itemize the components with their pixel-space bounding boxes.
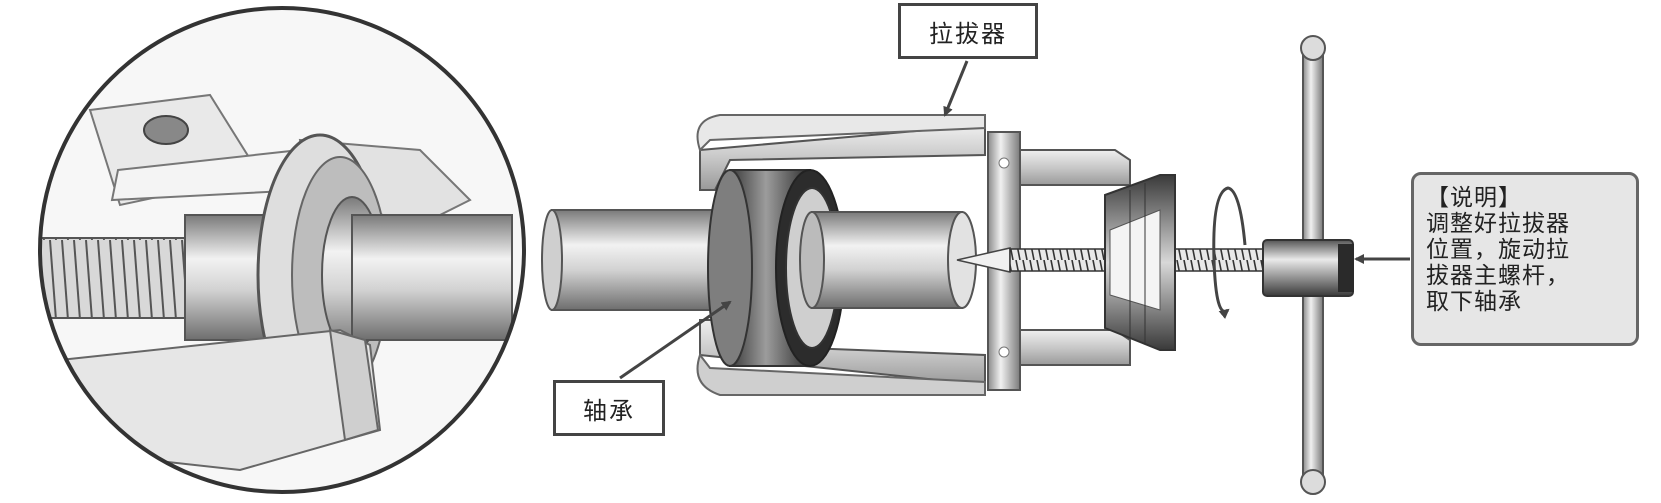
note-title: 【说明】 xyxy=(1426,185,1522,211)
note-line: 位置，旋动拉 xyxy=(1426,237,1570,263)
cone-nut xyxy=(1104,174,1176,351)
note-line: 拔器主螺杆， xyxy=(1426,263,1570,289)
note-box: 【说明】 调整好拉拔器 位置，旋动拉 拔器主螺杆， 取下轴承 xyxy=(1411,172,1639,346)
puller-label: 拉拔器 xyxy=(898,3,1038,59)
puller-pointer xyxy=(943,60,969,117)
bearing-label: 轴承 xyxy=(553,380,665,436)
shaft-and-bearing xyxy=(541,169,977,367)
note-line: 调整好拉拔器 xyxy=(1426,211,1570,237)
detail-zoom-circle xyxy=(38,6,526,494)
note-line: 取下轴承 xyxy=(1426,289,1522,315)
bearing-pointer xyxy=(619,300,732,380)
rotation-arrow xyxy=(1212,186,1247,319)
t-handle xyxy=(1262,35,1354,495)
